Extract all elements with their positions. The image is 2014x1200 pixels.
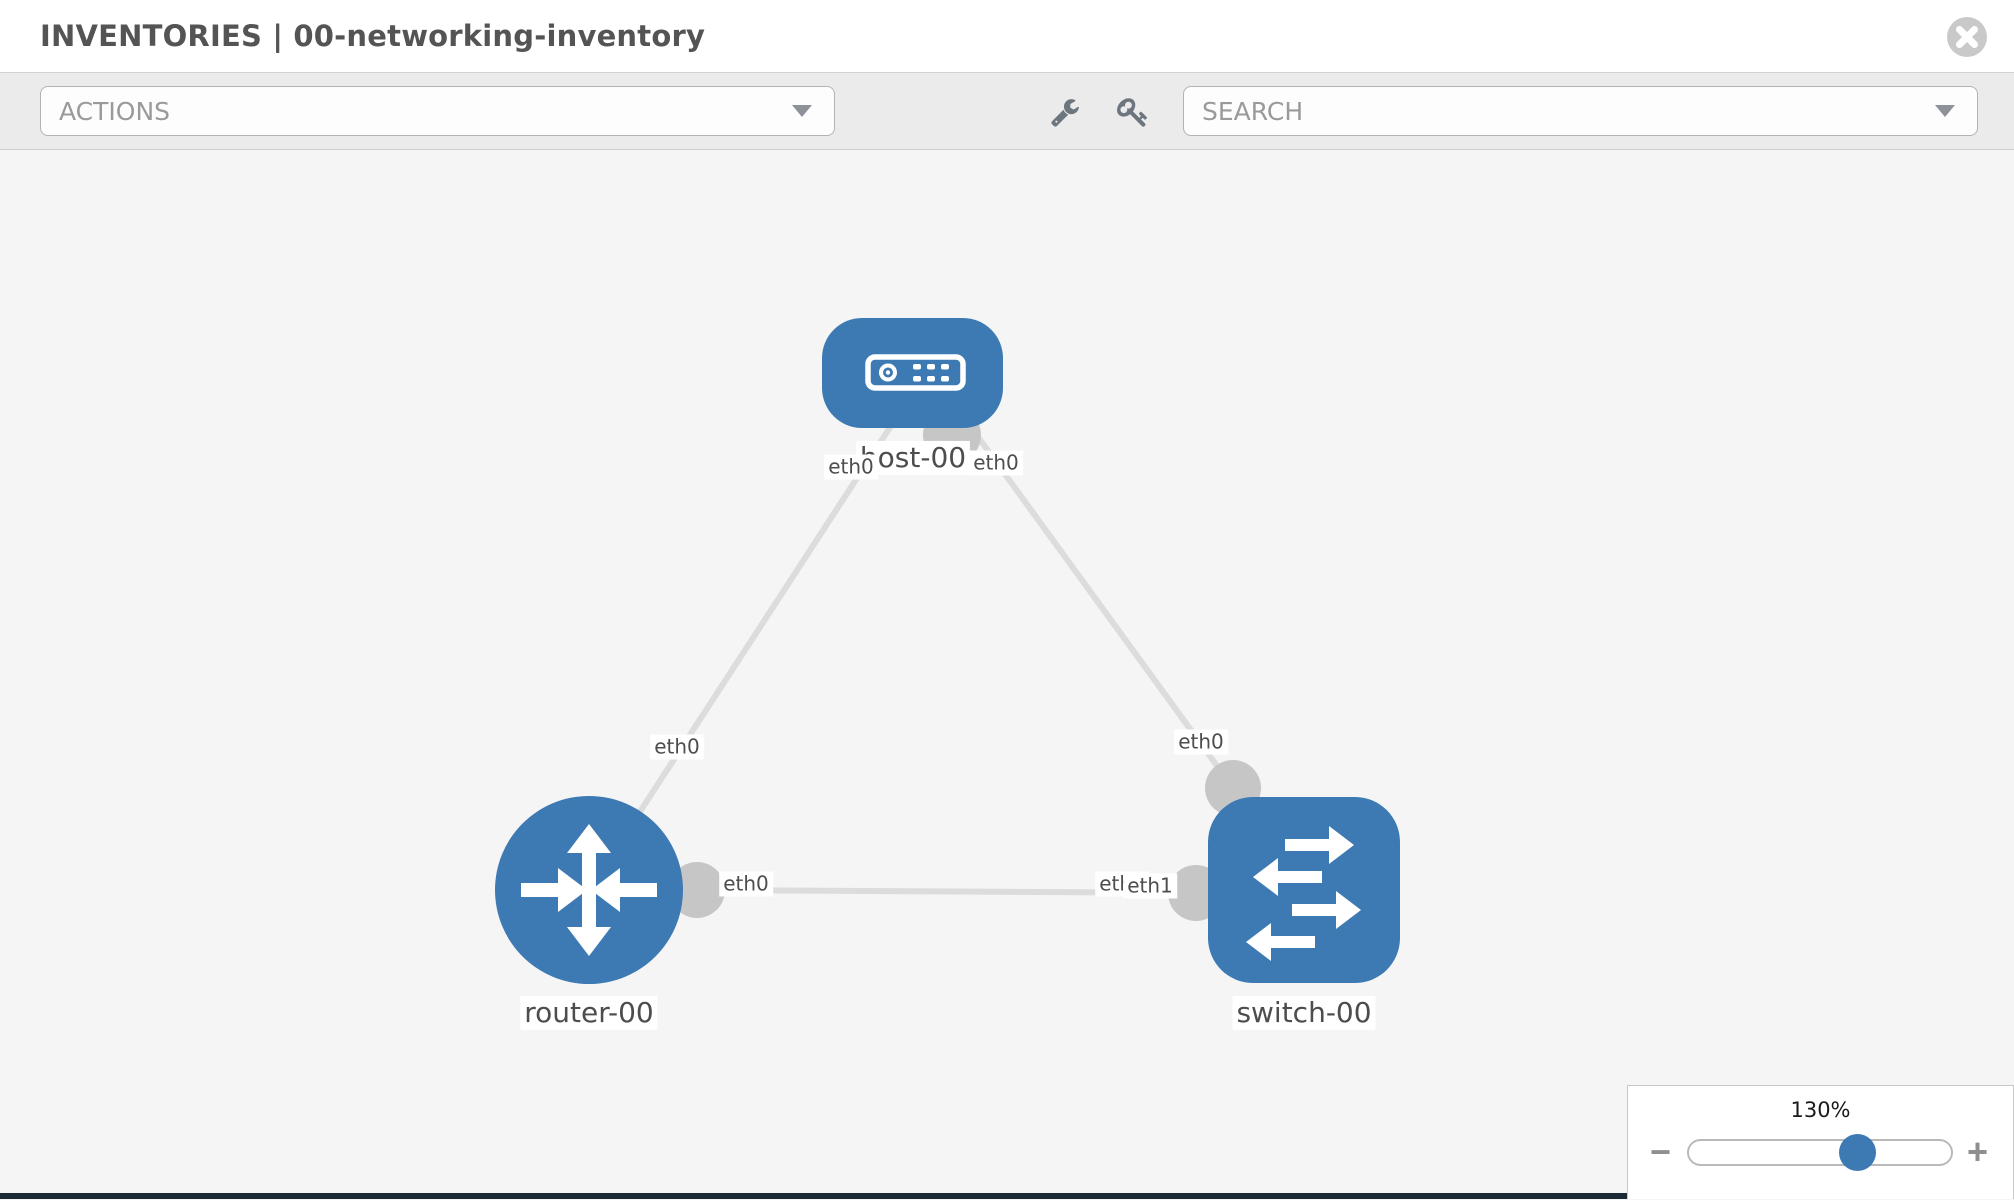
link-router-host <box>586 410 903 892</box>
zoom-out-button[interactable]: − <box>1650 1131 1672 1172</box>
interface-label: eth0 <box>719 871 773 897</box>
x-circle-icon <box>1946 17 1988 61</box>
link-host-switch <box>959 413 1236 790</box>
tools-button[interactable] <box>1043 91 1087 135</box>
interface-dot <box>669 862 725 918</box>
interface-label: eth0 <box>824 454 878 480</box>
router-arrows-icon <box>521 824 657 956</box>
breadcrumb-header: INVENTORIES | 00-networking-inventory <box>0 0 2014 72</box>
interface-label: eth0 <box>969 450 1023 476</box>
switch-arrows-icon <box>1246 826 1361 961</box>
server-icon <box>865 354 966 391</box>
wrench-icon <box>1050 97 1080 130</box>
caret-down-icon <box>792 105 812 117</box>
bottom-strip <box>0 1193 1627 1199</box>
zoom-slider[interactable] <box>1687 1133 1954 1171</box>
zoom-level-value: 130% <box>1790 1098 1851 1122</box>
interface-label: eth1 <box>1123 873 1177 899</box>
page-title: INVENTORIES | 00-networking-inventory <box>40 19 706 53</box>
topology-canvas[interactable]: host-00 router-00 switch-00 eth0 eth0 et… <box>0 150 2014 1199</box>
zoom-in-button[interactable]: + <box>1967 1131 1989 1172</box>
interface-label: eth0 <box>650 734 704 760</box>
search-dropdown[interactable]: SEARCH <box>1183 86 1978 136</box>
zoom-panel: 130% − + <box>1627 1085 2014 1199</box>
zoom-slider-handle[interactable] <box>1838 1133 1876 1171</box>
search-dropdown-label: SEARCH <box>1202 96 1304 126</box>
node-host-00[interactable] <box>822 318 1003 428</box>
key-icon <box>1117 96 1149 131</box>
caret-down-icon <box>1935 105 1955 117</box>
node-label-router: router-00 <box>520 995 658 1031</box>
interface-label: eth0 <box>1174 729 1228 755</box>
node-switch-00[interactable] <box>1208 797 1400 983</box>
node-router-00[interactable] <box>495 796 683 984</box>
close-button[interactable] <box>1946 16 1988 58</box>
topology-toolbar: ACTIONS SEARCH <box>0 72 2014 150</box>
node-label-switch: switch-00 <box>1232 995 1376 1031</box>
credentials-button[interactable] <box>1111 91 1155 135</box>
actions-dropdown-label: ACTIONS <box>59 96 171 126</box>
actions-dropdown[interactable]: ACTIONS <box>40 86 835 136</box>
